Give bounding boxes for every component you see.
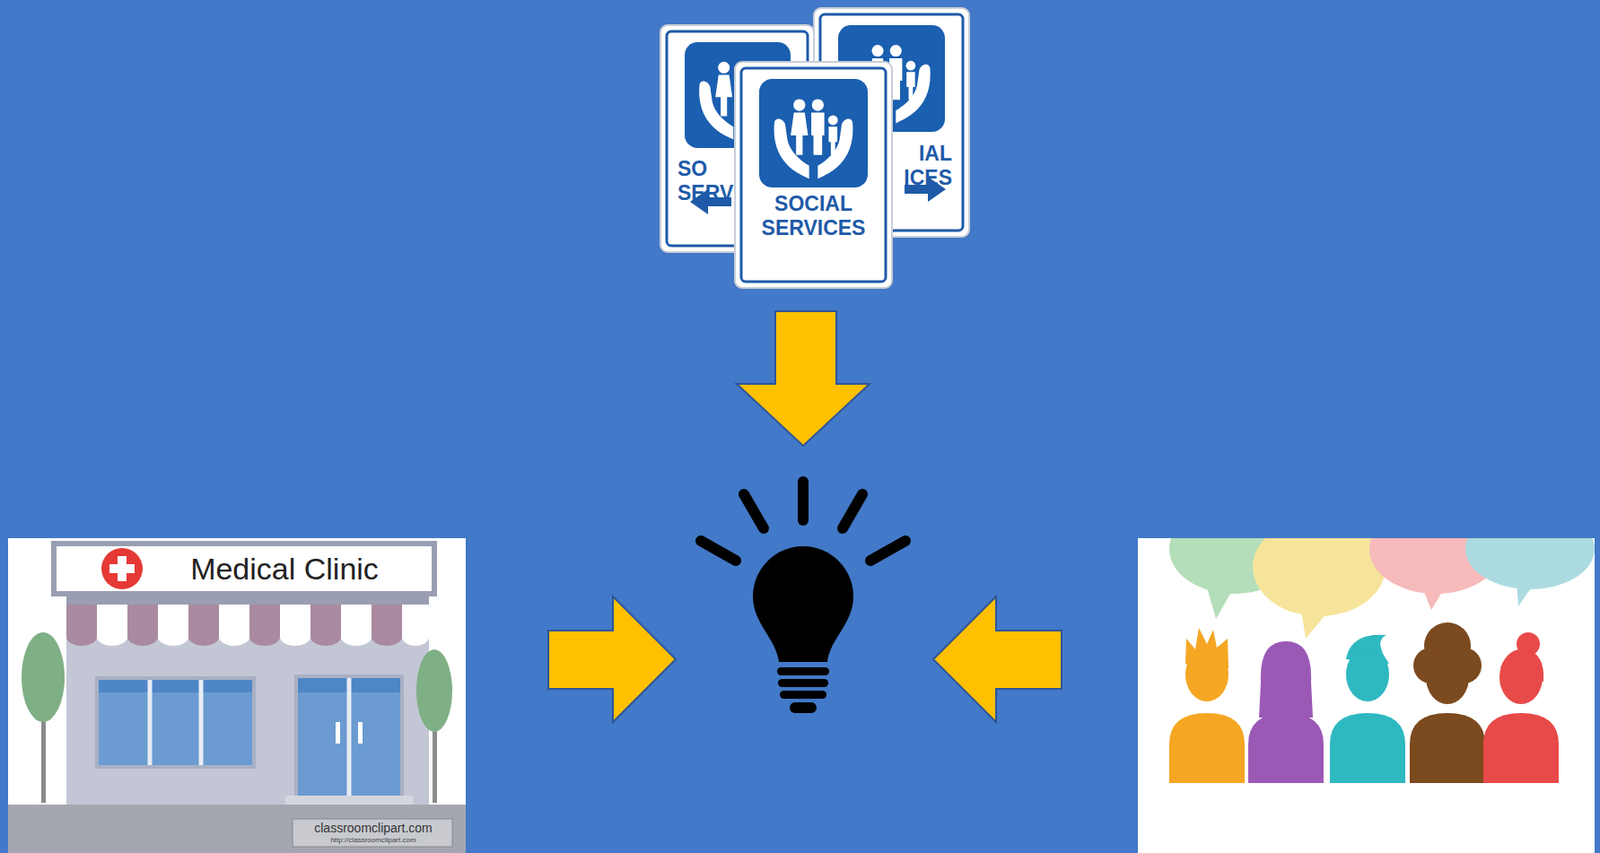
family-icon <box>684 42 791 149</box>
clinic-sign: Medical Clinic <box>51 541 438 597</box>
lightbulb-icon <box>700 481 906 714</box>
family-icon <box>759 78 868 188</box>
sign-node: SOCIAL SERVICES <box>732 59 895 291</box>
sign-label: SOCIAL SERVICES <box>750 192 877 241</box>
yellow-arrow <box>548 311 1062 723</box>
family-icon <box>838 25 945 132</box>
people-illustration <box>1137 504 1595 853</box>
node-shape <box>732 59 895 291</box>
watermark: http://classroomclipart.com <box>296 836 451 846</box>
sign-label: IAL ICES <box>896 141 953 191</box>
watermark: classroomclipart.com <box>296 821 451 836</box>
sign-label: SO SERV <box>677 157 732 206</box>
clinic-illustration <box>8 538 466 853</box>
sign-text: Medical Clinic <box>149 550 420 588</box>
